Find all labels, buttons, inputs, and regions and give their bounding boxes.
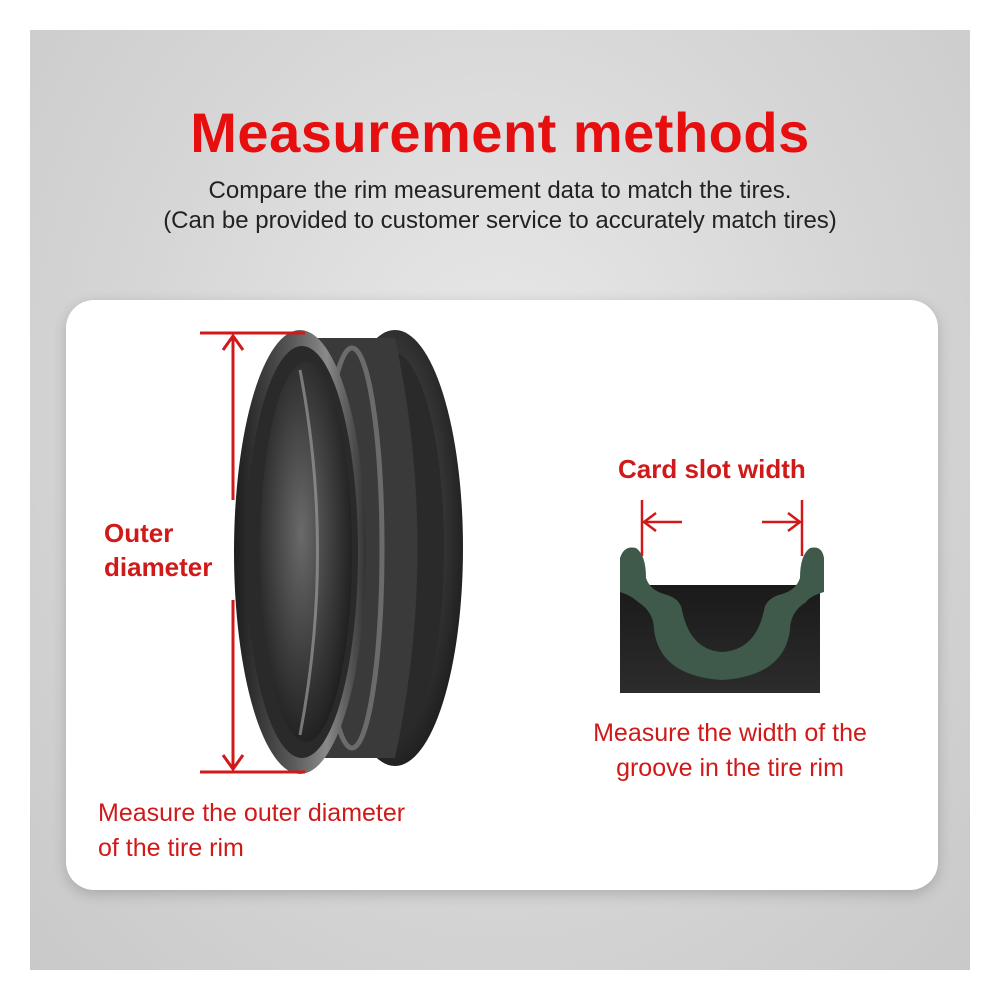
slot-right-arrowhead <box>787 512 803 532</box>
diameter-arrowhead-up <box>221 333 245 351</box>
diameter-arrowhead-down <box>221 754 245 772</box>
subtitle-line-1: Compare the rim measurement data to matc… <box>208 177 792 204</box>
outer-diameter-caption-line-1: Measure the outer diameter <box>98 799 406 827</box>
card-slot-caption-line-2: groove in the tire rim <box>616 754 844 782</box>
outer-diameter-label-line-2: diameter <box>104 552 213 582</box>
outer-diameter-caption: Measure the outer diameter of the tire r… <box>98 796 405 866</box>
slot-left-arrowhead <box>641 512 657 532</box>
rim-front-inner <box>260 362 352 742</box>
subtitle-line-2: (Can be provided to customer service to … <box>163 207 837 234</box>
card-slot-caption-line-1: Measure the width of the <box>593 719 867 747</box>
outer-diameter-caption-line-2: of the tire rim <box>98 834 244 862</box>
groove-profile <box>620 547 824 680</box>
outer-diameter-label-line-1: Outer <box>104 518 174 548</box>
card-slot-width-label: Card slot width <box>618 454 806 484</box>
card-slot-caption: Measure the width of the groove in the t… <box>540 716 920 786</box>
page-title: Measurement methods <box>190 101 810 164</box>
outer-diameter-label: Outer diameter <box>104 516 212 584</box>
page-subtitle: Compare the rim measurement data to matc… <box>0 176 1000 236</box>
rim-highlight <box>298 369 319 736</box>
